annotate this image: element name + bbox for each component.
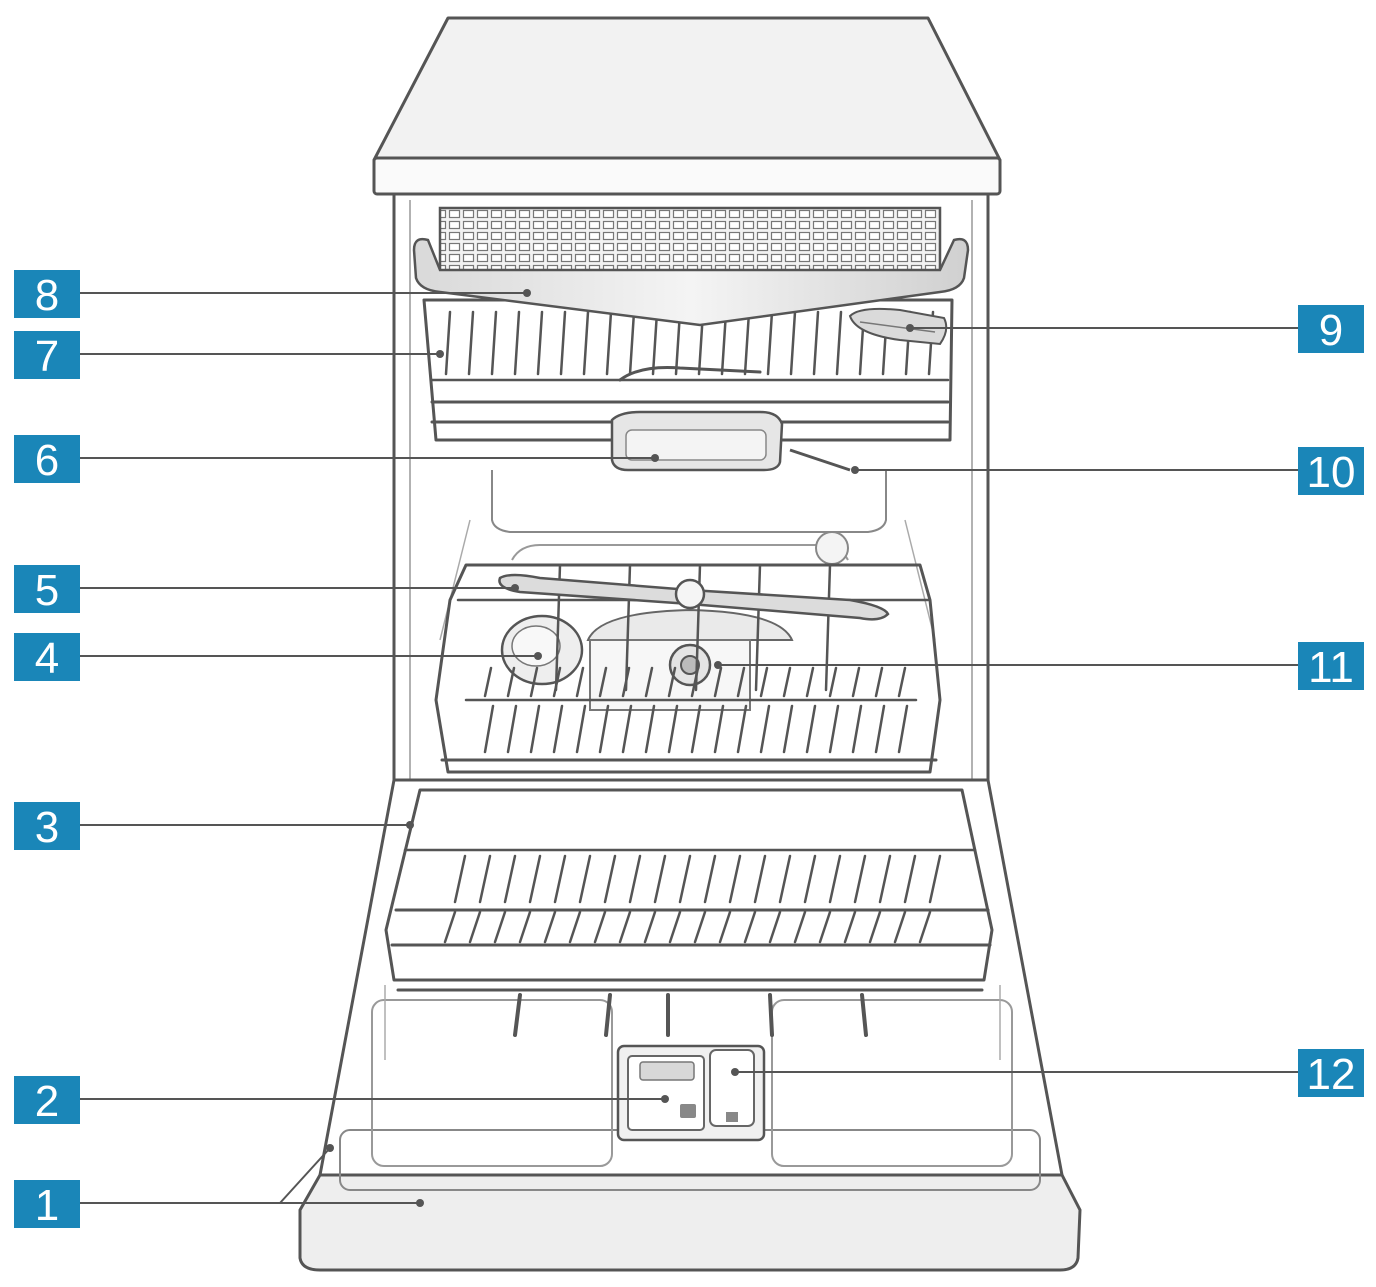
- callout-number: 4: [35, 634, 59, 683]
- leader-dot: [326, 1144, 334, 1152]
- leader-dot: [523, 289, 531, 297]
- callout-number: 12: [1307, 1050, 1356, 1099]
- leader-dot: [851, 466, 859, 474]
- leader-dot: [406, 821, 414, 829]
- leader-dot: [511, 584, 519, 592]
- leader-dot: [906, 324, 914, 332]
- leader-dot: [731, 1068, 739, 1076]
- leader-dot: [651, 454, 659, 462]
- leader-dot: [661, 1095, 669, 1103]
- door: [300, 780, 1080, 1270]
- callout-number: 5: [35, 566, 59, 615]
- leader-dot: [534, 652, 542, 660]
- callout-3: 3: [14, 802, 414, 852]
- callout-number: 6: [35, 436, 59, 485]
- callout-number: 1: [35, 1181, 59, 1230]
- detergent-dispenser: [618, 1046, 764, 1140]
- worktop: [374, 18, 1000, 194]
- callout-number: 9: [1319, 306, 1343, 355]
- callout-number: 11: [1308, 643, 1354, 692]
- callout-number: 10: [1307, 448, 1356, 497]
- leader-dot: [436, 350, 444, 358]
- leader-dot: [714, 661, 722, 669]
- callout-number: 8: [35, 271, 59, 320]
- leader-dot: [416, 1199, 424, 1207]
- callout-number: 2: [35, 1077, 59, 1126]
- callout-number: 3: [35, 803, 59, 852]
- callout-7: 7: [14, 331, 444, 381]
- callout-number: 7: [35, 332, 59, 381]
